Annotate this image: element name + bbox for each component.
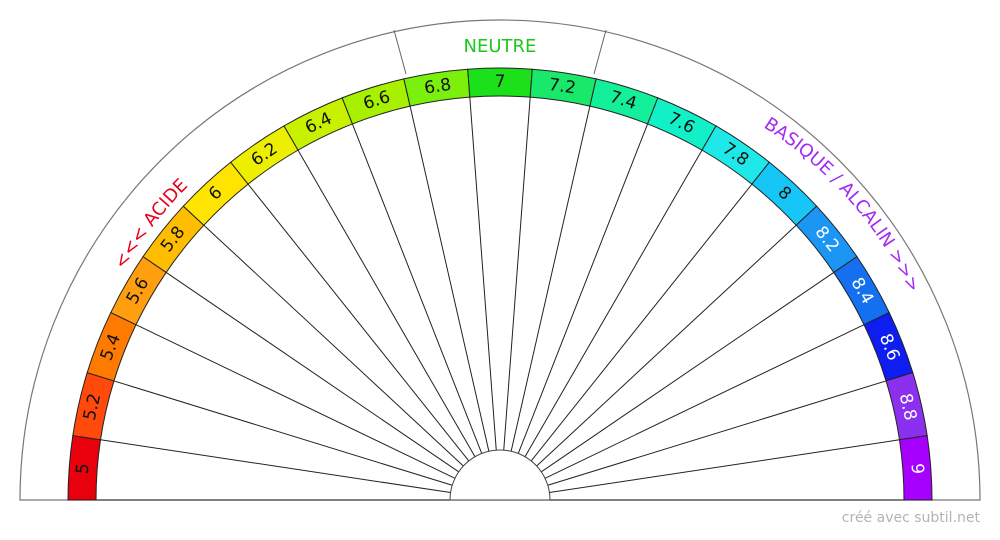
- spoke-line: [135, 324, 456, 479]
- spoke-line: [524, 149, 703, 457]
- spoke-line: [547, 380, 887, 486]
- spoke-line: [544, 324, 865, 479]
- ph-value-label: 9: [906, 463, 927, 475]
- spoke-line: [351, 123, 483, 454]
- credit-text: créé avec subtil.net: [841, 510, 980, 526]
- inner-hub: [449, 449, 551, 501]
- spoke-line: [409, 106, 490, 452]
- spoke-line: [100, 439, 451, 494]
- spoke-line: [510, 106, 591, 452]
- spoke-line: [165, 272, 459, 473]
- spoke-line: [113, 380, 453, 486]
- ph-value-label: 5: [73, 463, 94, 475]
- neutral-label: NEUTRE: [464, 36, 537, 57]
- spoke-line: [203, 224, 464, 467]
- spoke-line: [517, 123, 649, 454]
- spoke-line: [503, 97, 531, 451]
- spoke-line: [541, 272, 835, 473]
- outer-frame: [19, 19, 981, 501]
- spoke-line: [530, 183, 753, 462]
- ph-value-label: 7: [495, 72, 506, 92]
- spoke-line: [549, 439, 900, 494]
- ph-value-label: 7.2: [547, 75, 577, 99]
- ph-value-label: 6.8: [423, 75, 453, 99]
- ph-segment: [898, 435, 933, 501]
- spoke-line: [297, 149, 476, 457]
- spoke-line: [469, 97, 497, 451]
- spoke-line: [536, 224, 797, 467]
- spokes: [96, 97, 904, 501]
- spoke-line: [247, 183, 470, 462]
